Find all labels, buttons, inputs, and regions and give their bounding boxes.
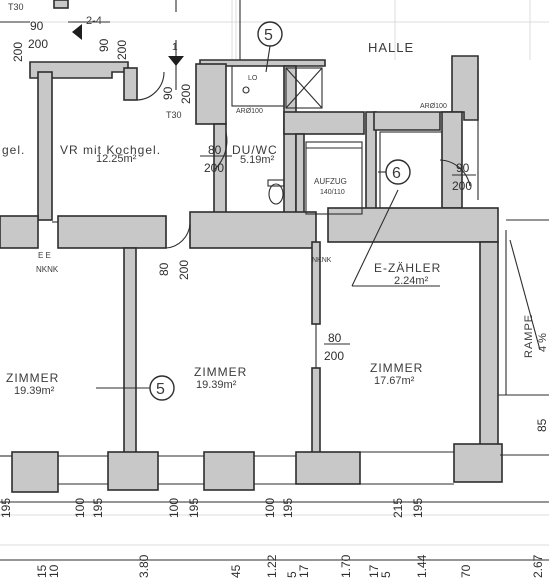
unit-marker-5-bottom: 5: [156, 381, 165, 398]
ar100-wc-label: ARØ100: [236, 108, 263, 115]
door-du-80: 80: [208, 143, 222, 157]
t30-label-a: T30: [8, 2, 24, 12]
door-right-90: 90: [456, 161, 470, 175]
bottom-dim: 2.67: [531, 554, 545, 578]
bottom-dim: 1.70: [339, 554, 353, 578]
door-right-edge-85: 85: [535, 418, 549, 432]
door-right-200: 200: [452, 179, 472, 193]
ar100-top-label: ARØ100: [420, 103, 447, 110]
sill-dim: 195: [0, 498, 13, 518]
rampe-label: RAMPE: [523, 314, 535, 358]
ee-label: E E: [38, 251, 51, 260]
walls: [0, 0, 503, 493]
zimmer-left-area: 19.39m²: [14, 385, 55, 397]
zimmer-right-label: ZIMMER: [370, 361, 423, 375]
zimmer-mid-label: ZIMMER: [194, 365, 247, 379]
door-mid-v80: 80: [157, 262, 171, 276]
unit-marker-6: 6: [392, 165, 401, 182]
section-marker-2-4: 2-4: [86, 15, 102, 27]
door-top-left-200: 200: [28, 37, 48, 51]
thin-lines: [0, 0, 549, 561]
door-top-left-90: 90: [30, 19, 44, 33]
door-zimmer-200: 200: [324, 349, 344, 363]
zimmer-right-area: 17.67m²: [374, 375, 415, 387]
door-top-left-v200: 200: [115, 40, 129, 60]
hall-label: HALLE: [368, 40, 414, 55]
e-zaehler-label: E-ZÄHLER: [374, 261, 441, 275]
bottom-dim: 15: [35, 564, 49, 578]
sill-dim: 215: [391, 498, 405, 518]
unit-marker-circles: [149, 21, 411, 401]
sill-dim: 100: [263, 498, 277, 518]
vr-label: VR mit Kochgel.: [60, 143, 161, 157]
bottom-dim: 5: [285, 571, 299, 578]
section-marker-1: 1: [172, 42, 178, 53]
du-wc-label: DU/WC: [232, 143, 278, 157]
aufzug-size: 140/110: [320, 189, 345, 196]
du-wc-area: 5.19m²: [240, 154, 275, 166]
vr-left-label: gel.: [2, 143, 25, 157]
door-vr-v90: 90: [161, 86, 175, 100]
sill-dim: 195: [411, 498, 425, 518]
bottom-dim: 1.22: [265, 554, 279, 578]
bottom-dim: 70: [459, 564, 473, 578]
lo-label: LO: [248, 75, 258, 82]
bottom-dim: 5: [379, 571, 393, 578]
sill-dim: 195: [91, 498, 105, 518]
zimmer-left-label: ZIMMER: [6, 371, 59, 385]
door-du-200: 200: [204, 161, 224, 175]
bottom-dim: 17: [367, 564, 381, 578]
nknk-mid-label: NKNK: [312, 257, 332, 264]
aufzug-label: AUFZUG: [314, 177, 347, 186]
bottom-dim: 10: [47, 564, 61, 578]
e-zaehler-area: 2.24m²: [394, 275, 429, 287]
door-top-left-small-200: 200: [11, 42, 25, 62]
sill-dim: 100: [167, 498, 181, 518]
t30-label-b: T30: [166, 110, 182, 120]
zimmer-mid-area: 19.39m²: [196, 379, 237, 391]
sill-dim: 195: [281, 498, 295, 518]
rampe-slope: 4 %: [537, 333, 549, 352]
sill-dim: 195: [187, 498, 201, 518]
bottom-dim: 1.44: [415, 554, 429, 578]
bottom-dim: 17: [297, 564, 311, 578]
door-mid-v200: 200: [177, 260, 191, 280]
sill-dimension-row: 195 100 195 100 195 100 195 215 195: [0, 498, 425, 518]
door-top-left-v90: 90: [97, 38, 111, 52]
door-vr-v200: 200: [179, 84, 193, 104]
section-arrows: [72, 24, 184, 66]
bottom-dimension-row: 15 10 3.80 45 1.22 5 17 1.70 17 5 1.44 7…: [35, 554, 545, 578]
door-zimmer-80: 80: [328, 331, 342, 345]
vr-area: 12.25m²: [96, 153, 137, 165]
unit-marker-5-top: 5: [264, 27, 273, 44]
nknk-left-label: NKNK: [36, 265, 59, 274]
bottom-dim: 3.80: [137, 554, 151, 578]
bottom-dim: 45: [229, 564, 243, 578]
sill-dim: 100: [73, 498, 87, 518]
